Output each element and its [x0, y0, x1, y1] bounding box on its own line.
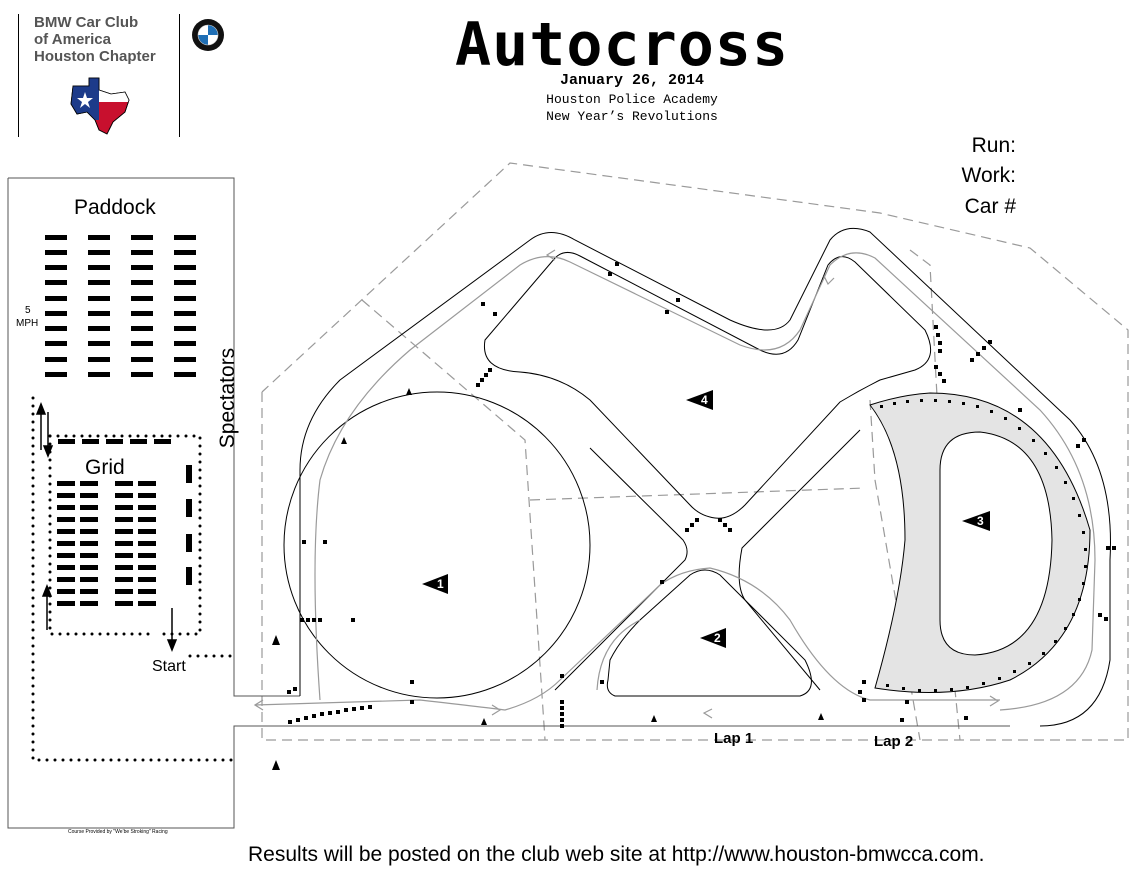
track-triangle-2 — [606, 569, 812, 697]
page-title: Autocross — [455, 10, 790, 80]
cone-icon — [272, 388, 824, 770]
cone-markers — [287, 262, 1116, 728]
event-name: New Year’s Revolutions — [546, 109, 718, 124]
car-number-label: Car # — [964, 195, 1016, 218]
paddock-label: Paddock — [74, 196, 156, 219]
run-label: Run: — [971, 134, 1016, 157]
club-logo-block: BMW Car Club of America Houston Chapter — [18, 14, 180, 137]
paddock-area — [7, 177, 1010, 829]
section-3-label: 3 — [977, 514, 984, 528]
section-4-label: 4 — [701, 393, 708, 407]
results-notice: Results will be posted on the club web s… — [248, 843, 985, 866]
speed-limit-number: 5 — [25, 305, 31, 316]
org-line-1: BMW Car Club — [34, 14, 139, 31]
work-label: Work: — [961, 164, 1016, 187]
track-inner-4 — [483, 252, 932, 519]
texas-flag-map-icon — [70, 77, 130, 135]
event-date: January 26, 2014 — [559, 72, 705, 89]
speed-limit-unit: MPH — [16, 318, 39, 329]
section-marker-icon — [422, 390, 990, 648]
paddock-spots — [45, 235, 196, 377]
event-venue: Houston Police Academy — [546, 92, 718, 107]
track-d-inner — [939, 431, 1053, 656]
spectators-label: Spectators — [216, 347, 239, 449]
course-credit: Course Provided by "We’be Stroking" Raci… — [68, 829, 168, 835]
track-circle-1 — [283, 391, 591, 699]
section-1-label: 1 — [437, 577, 444, 591]
lap-2-label: Lap 2 — [874, 733, 914, 750]
grid-label: Grid — [85, 456, 125, 479]
bmw-roundel-icon — [192, 19, 224, 51]
section-2-label: 2 — [714, 631, 721, 645]
org-line-3: Houston Chapter — [34, 48, 156, 65]
org-line-2: of America — [34, 31, 111, 48]
dotted-routes — [31, 396, 238, 762]
direction-arrow-icon — [35, 401, 178, 653]
lap-1-label: Lap 1 — [714, 730, 754, 747]
start-label: Start — [152, 658, 186, 675]
track-outer — [299, 227, 1111, 727]
grid-spots — [57, 439, 192, 606]
